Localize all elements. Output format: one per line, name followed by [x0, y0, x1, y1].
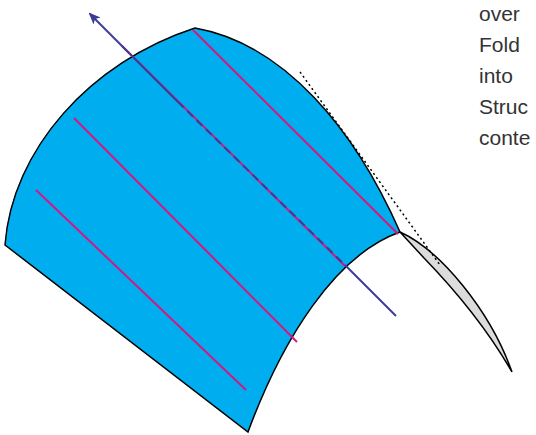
hinge-lines	[36, 30, 398, 390]
fold-axis-hidden	[178, 102, 345, 265]
fold-surface	[5, 28, 400, 432]
text-fragment: over	[479, 2, 520, 26]
text-fragment: conte	[479, 126, 530, 150]
hidden-edge	[300, 72, 440, 265]
fold-underside	[400, 232, 512, 372]
text-fragment: Fold	[479, 33, 520, 57]
fold-axis-arrow	[90, 14, 178, 102]
text-fragment: Struc	[479, 95, 528, 119]
text-fragment: into	[479, 64, 513, 88]
fold-axis	[345, 265, 396, 316]
